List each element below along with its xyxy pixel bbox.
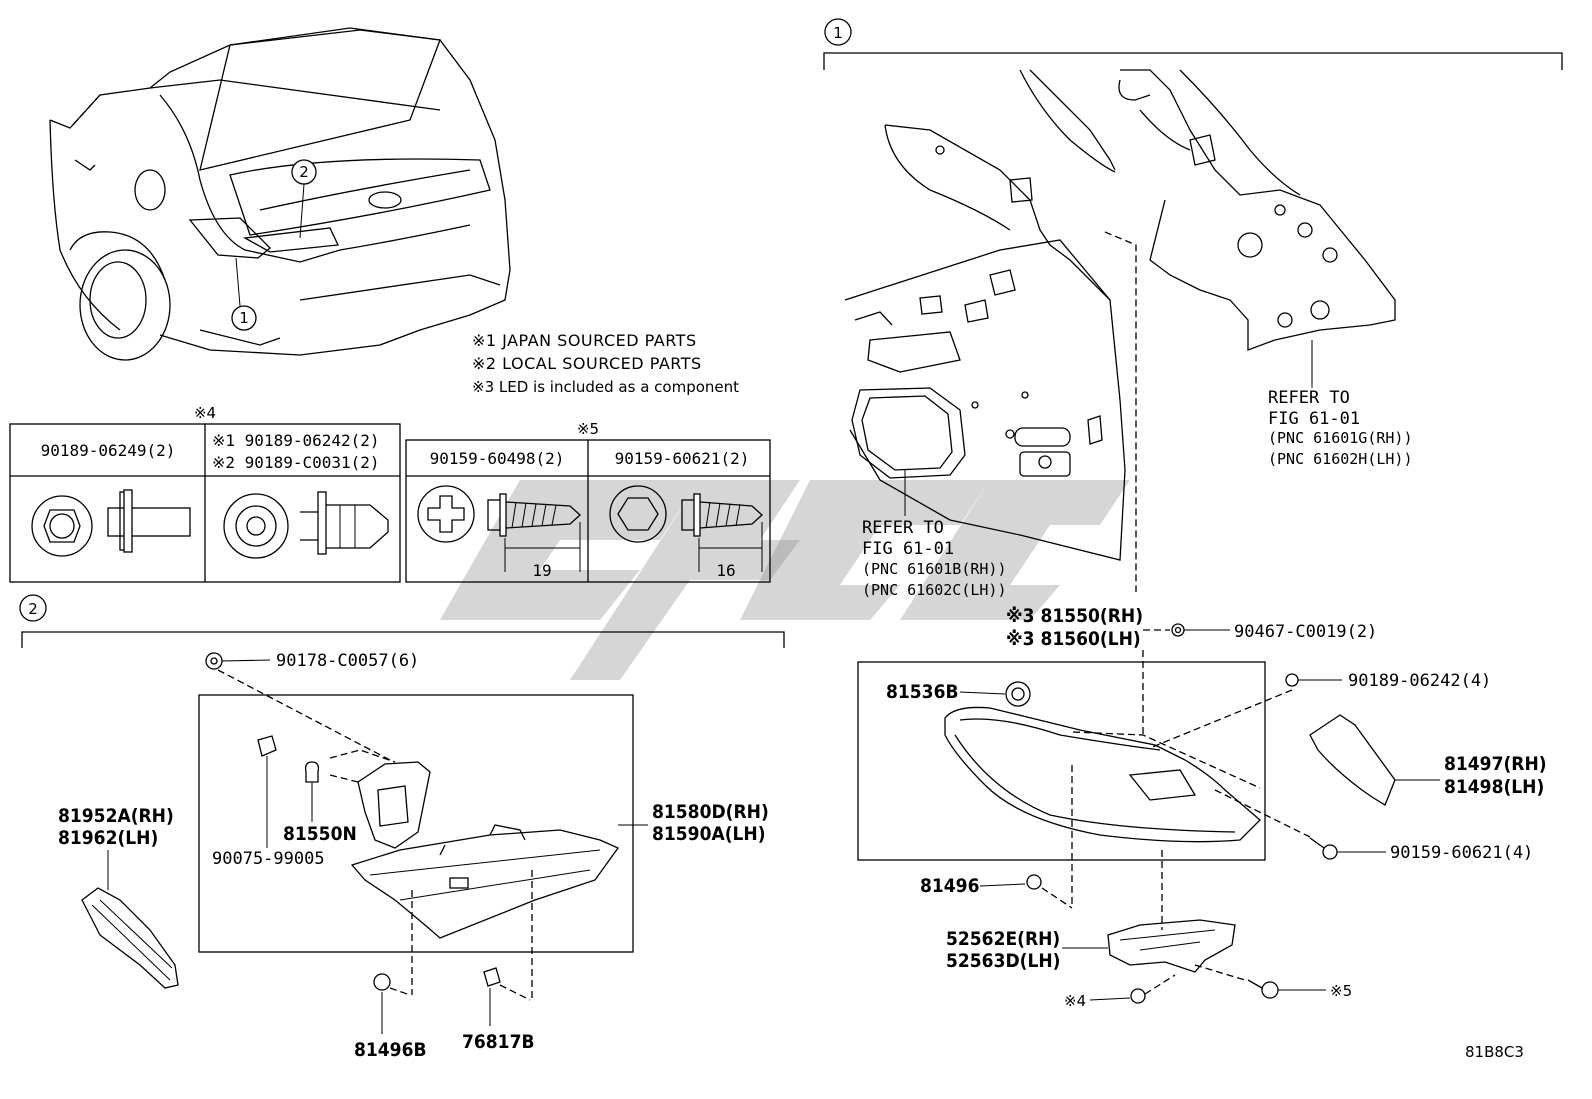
label-mark-5: ※5 (1330, 982, 1352, 1000)
tail-lamp-81550 (944, 706, 1261, 843)
clip-table: ※4 90189-06249(2) ※1 90189-06242(2) ※2 9… (9, 404, 401, 583)
socket-90075: 90075-99005 (212, 735, 325, 869)
label-81536B: 81536B (886, 681, 959, 703)
svg-text:(PNC 61601G(RH)): (PNC 61601G(RH)) (1268, 429, 1413, 447)
label-81497: 81497(RH) (1444, 753, 1547, 775)
car-rear-illustration (49, 27, 511, 361)
svg-text:2: 2 (299, 163, 309, 181)
clip-76817B: 76817B (462, 967, 535, 1053)
nut-90467: 90467-C0019(2) (1171, 622, 1377, 642)
label-81550: ※3 81550(RH) (1006, 605, 1143, 627)
label-81590A: 81590A(LH) (652, 823, 766, 845)
body-panel-left (844, 69, 1126, 561)
lamp-group-box (857, 661, 1266, 861)
label-81580D: 81580D(RH) (652, 801, 769, 823)
screw-table-col2: 90159-60621(2) (615, 449, 750, 468)
car-callout-2: 2 (291, 159, 317, 239)
screw-90189-06242: 90189-06242(4) (1285, 671, 1491, 691)
svg-text:FIG 61-01: FIG 61-01 (862, 539, 954, 559)
label-90075: 90075-99005 (212, 849, 325, 869)
license-lamp-81580D: 81580D(RH) 81590A(LH) (350, 801, 769, 939)
svg-text:(PNC 61602H(LH)): (PNC 61602H(LH)) (1268, 450, 1413, 468)
figure-code: 81B8C3 (1465, 1043, 1524, 1061)
screw-60621-guide (1214, 789, 1313, 839)
screw-table-col1: 90159-60498(2) (430, 449, 565, 468)
screw-icon-2: 16 (609, 485, 763, 580)
note-japan-sourced: ※1 JAPAN SOURCED PARTS (472, 331, 697, 350)
refer-left-note: REFER TO FIG 61-01 (PNC 61601B(RH)) (PNC… (862, 518, 1007, 599)
car-callout-1: 1 (231, 257, 257, 331)
clip-table-col2-line2: ※2 90189-C0031(2) (212, 453, 380, 472)
lamp-guide-4 (1041, 887, 1073, 909)
svg-text:(PNC 61602C(LH)): (PNC 61602C(LH)) (862, 581, 1007, 599)
watermark-logo (440, 480, 1130, 680)
bolt-90178: 90178-C0057(6) (205, 651, 419, 671)
cover-81497: 81497(RH) 81498(LH) (1309, 714, 1547, 806)
bulb-81550N: 81550N (283, 761, 357, 845)
label-52563D: 52563D(LH) (946, 950, 1060, 972)
screw-icon-1: 19 (417, 485, 581, 580)
bracket-plate (329, 749, 431, 849)
label-90178: 90178-C0057(6) (276, 651, 419, 671)
label-81550N: 81550N (283, 823, 357, 845)
label-76817B: 76817B (462, 1031, 535, 1053)
bracket-52562E: 52562E(RH) 52563D(LH) (946, 919, 1236, 973)
clip-mark-4: ※4 (1064, 974, 1176, 1010)
label-81498: 81498(LH) (1444, 776, 1544, 798)
screw-table: ※5 90159-60498(2) 90159-60621(2) 19 (405, 420, 771, 583)
label-90189-06242: 90189-06242(4) (1348, 671, 1491, 691)
refer-right-note: REFER TO FIG 61-01 (PNC 61601G(RH)) (PNC… (1268, 388, 1413, 468)
note-led-component: ※3 LED is included as a component (472, 378, 739, 396)
lamp-guide-2 (1072, 731, 1261, 789)
clip-81496B: 81496B (354, 973, 427, 1061)
label-81496B: 81496B (354, 1039, 427, 1061)
screw-90159-60621: 90159-60621(4) (1309, 837, 1533, 863)
body-panel-right (1118, 69, 1396, 351)
screw-length-1: 19 (532, 561, 551, 580)
clip-81496: 81496 (920, 874, 1042, 897)
garnish-81952A: 81952A(RH) 81962(LH) (58, 805, 179, 989)
label-52562E: 52562E(RH) (946, 928, 1060, 950)
label-81962: 81962(LH) (58, 827, 158, 849)
screw-06242-guide (1149, 689, 1293, 749)
screw-table-mark: ※5 (577, 420, 599, 438)
label-90467: 90467-C0019(2) (1234, 622, 1377, 642)
section-2-header: 2 (19, 594, 785, 648)
svg-text:(PNC 61601B(RH)): (PNC 61601B(RH)) (862, 560, 1007, 578)
label-81560: ※3 81560(LH) (1006, 628, 1141, 650)
lamp-81536B: 81536B (886, 681, 1031, 707)
clip-table-col2-line1: ※1 90189-06242(2) (212, 431, 380, 450)
clip-table-col1: 90189-06249(2) (41, 441, 176, 460)
bolt-90178-guide (217, 669, 391, 761)
svg-text:1: 1 (833, 24, 843, 42)
svg-text:1: 1 (239, 309, 249, 327)
garnish-group-box (198, 694, 634, 953)
svg-text:FIG 61-01: FIG 61-01 (1268, 409, 1360, 429)
clip-icon-1 (31, 489, 191, 557)
label-81952A: 81952A(RH) (58, 805, 174, 827)
clip-table-mark: ※4 (194, 404, 216, 422)
section-1-header: 1 (823, 18, 1563, 70)
label-81496: 81496 (920, 875, 979, 897)
svg-text:REFER TO: REFER TO (1268, 388, 1350, 408)
svg-text:REFER TO: REFER TO (862, 518, 944, 538)
screw-mark-5: ※5 (1194, 964, 1352, 1000)
label-mark-4: ※4 (1064, 992, 1086, 1010)
screw-length-2: 16 (716, 561, 735, 580)
svg-text:2: 2 (28, 600, 38, 618)
clip-icon-2 (223, 491, 389, 559)
label-90159-60621: 90159-60621(4) (1390, 843, 1533, 863)
note-local-sourced: ※2 LOCAL SOURCED PARTS (472, 354, 702, 373)
body-guide-line (1104, 231, 1137, 592)
